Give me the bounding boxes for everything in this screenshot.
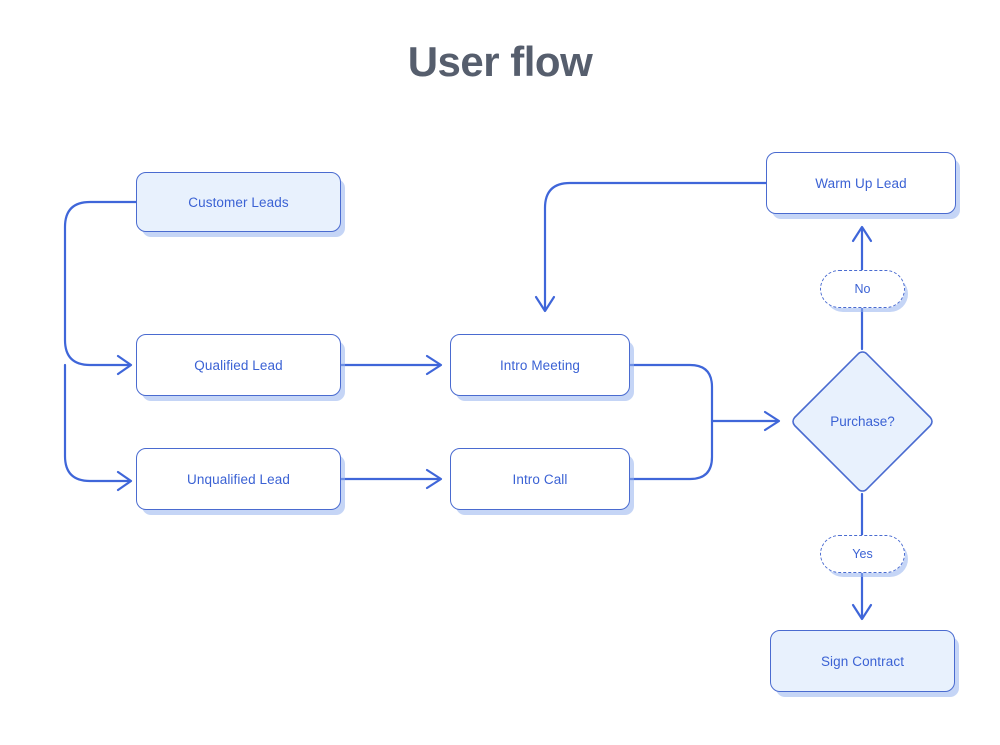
node-purchase-decision[interactable]: Purchase? — [790, 349, 935, 494]
edge-intro-meeting-to-purchase — [628, 363, 714, 423]
edge-label-yes[interactable]: Yes — [820, 535, 905, 573]
edge-merge-to-purchase-arrow — [710, 410, 781, 432]
node-intro-call[interactable]: Intro Call — [450, 448, 630, 510]
node-label: Intro Meeting — [499, 357, 581, 373]
edge-label-no[interactable]: No — [820, 270, 905, 308]
node-label: Sign Contract — [820, 653, 905, 669]
edge-customer-leads-to-unqualified-lead — [63, 363, 133, 492]
edge-unqualified-lead-to-intro-call — [339, 468, 443, 490]
node-warm-up-lead[interactable]: Warm Up Lead — [766, 152, 956, 214]
node-label: Qualified Lead — [194, 357, 283, 373]
edge-label-text: Yes — [852, 547, 873, 561]
edge-qualified-lead-to-intro-meeting — [339, 354, 443, 376]
edge-warm-up-lead-to-intro-meeting — [534, 181, 768, 313]
node-unqualified-lead[interactable]: Unqualified Lead — [136, 448, 341, 510]
edge-customer-leads-to-qualified-lead — [63, 200, 138, 376]
edge-intro-call-to-purchase — [628, 419, 714, 481]
node-label: Purchase? — [830, 414, 895, 429]
node-label: Unqualified Lead — [187, 471, 290, 487]
node-customer-leads[interactable]: Customer Leads — [136, 172, 341, 232]
node-sign-contract[interactable]: Sign Contract — [770, 630, 955, 692]
node-label: Warm Up Lead — [815, 175, 907, 191]
edge-label-text: No — [854, 282, 871, 296]
node-qualified-lead[interactable]: Qualified Lead — [136, 334, 341, 396]
page-title: User flow — [407, 38, 593, 85]
node-intro-meeting[interactable]: Intro Meeting — [450, 334, 630, 396]
node-label: Intro Call — [512, 471, 568, 487]
diamond-outline — [792, 351, 933, 492]
node-label: Customer Leads — [188, 194, 289, 210]
